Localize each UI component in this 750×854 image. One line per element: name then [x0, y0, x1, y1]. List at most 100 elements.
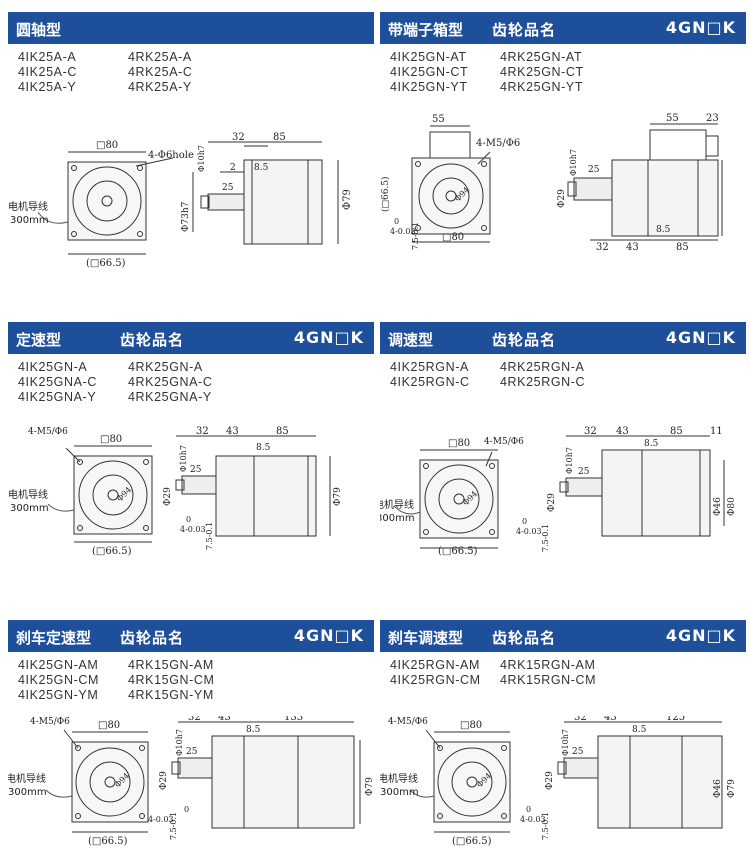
dim-label: (□66.5) [88, 836, 128, 847]
tol-label: 0 [522, 517, 527, 526]
model-name: 4RK25GN-CT [500, 65, 584, 79]
panel-subtitle: 齿轮品名 [492, 629, 557, 647]
model-name: 4IK25GNA-C [18, 375, 97, 389]
panel-brake-speed-control: 刹车调速型 齿轮品名 4GN□K 4IK25RGN-AM 4IK25RGN-CM… [380, 620, 746, 852]
dim-label: □80 [460, 720, 482, 731]
tol-label: 4-0.03 [520, 815, 546, 824]
dim-label: Φ79 [365, 777, 374, 796]
model-name: 4IK25GN-A [18, 360, 88, 374]
dimension-drawing: 55 □80 4-M5/Φ6 (□66.5) 55 23 32 43 85 25… [380, 113, 723, 252]
model-name: 4RK15RGN-CM [500, 673, 597, 687]
dim-label: □80 [442, 232, 464, 243]
panel-title: 刹车定速型 [16, 629, 92, 647]
dim-label: 8.5 [254, 163, 269, 173]
model-name: 4IK25A-C [18, 65, 77, 79]
dim-label: 25 [222, 183, 234, 193]
dim-label: 8.5 [256, 443, 271, 453]
tol-label: 7.5-0.1 [541, 812, 550, 840]
dim-label: Φ29 [159, 771, 169, 790]
dim-label: Φ79 [727, 779, 737, 798]
panel-title: 定速型 [16, 331, 62, 349]
dim-label: 4-M5/Φ6 [476, 138, 520, 149]
panel-subtitle: 齿轮品名 [120, 331, 185, 349]
dim-label: Φ29 [545, 771, 555, 790]
tol-label: 0 [184, 805, 189, 814]
dim-label: Φ29 [163, 487, 173, 506]
model-list-right: 4RK25GN-A 4RK25GNA-C 4RK25GNA-Y [128, 360, 213, 405]
gear-code: 4GN□K [293, 328, 364, 347]
dim-label: 23 [706, 113, 719, 124]
model-name: 4RK25GNA-Y [128, 390, 212, 404]
model-list-left: 4IK25GN-AT 4IK25GN-CT 4IK25GN-YT [390, 50, 468, 95]
gear-code: 4GN□K [665, 626, 736, 645]
panel-terminal-box: 带端子箱型 齿轮品名 4GN□K 4IK25GN-AT 4IK25GN-CT 4… [380, 12, 746, 302]
model-list-left: 4IK25A-A 4IK25A-C 4IK25A-Y [18, 50, 77, 95]
dim-label: 4-Φ6hole [148, 150, 194, 161]
model-list-right: 4RK15GN-AM 4RK15GN-CM 4RK15GN-YM [128, 658, 215, 703]
gear-code: 4GN□K [665, 328, 736, 347]
model-name: 4IK25GN-YT [390, 80, 468, 94]
panel-brake-fixed-speed: 刹车定速型 齿轮品名 4GN□K 4IK25GN-AM 4IK25GN-CM 4… [8, 620, 374, 852]
model-name: 4RK25GNA-C [128, 375, 213, 389]
dim-label: Φ79 [342, 189, 353, 210]
dim-label: 25 [186, 747, 198, 757]
dim-label: 55 [666, 113, 679, 124]
model-name: 4IK25A-Y [18, 80, 77, 94]
panel-header: 刹车调速型 齿轮品名 4GN□K [380, 620, 746, 652]
panel-header: 定速型 齿轮品名 4GN□K [8, 322, 374, 354]
dim-label: □80 [100, 434, 122, 445]
model-name: 4RK15GN-YM [128, 688, 214, 702]
dim-label: Φ29 [547, 493, 557, 512]
dim-label: 133 [284, 716, 303, 723]
dimension-drawing: 4-M5/Φ6 □80 (□66.5) 32 43 85 11 25 8.5 Φ… [380, 426, 737, 556]
model-name: 4IK25GN-YM [18, 688, 99, 702]
model-name: 4IK25RGN-A [390, 360, 469, 374]
model-name: 4RK25A-Y [128, 80, 192, 94]
dimension-drawing: 4-M5/Φ6 □80 (□66.5) 32 43 85 25 8.5 Φ29 … [8, 426, 343, 556]
dim-label: 25 [572, 747, 584, 757]
dim-label: 4-M5/Φ6 [30, 717, 70, 727]
panel-subtitle: 齿轮品名 [492, 21, 557, 39]
dim-label: Φ46 [713, 497, 723, 516]
tol-label: 7.5-0.1 [169, 812, 178, 840]
dim-label: 85 [276, 426, 289, 437]
dim-label: (□66.5) [86, 258, 126, 269]
gear-code: 4GN□K [293, 626, 364, 645]
dim-label: 85 [676, 242, 689, 252]
dimension-drawing: □80 4-Φ6hole (□66.5) 32 85 2 8.5 25 Φ79 … [8, 132, 353, 269]
panel-fixed-speed: 定速型 齿轮品名 4GN□K 4IK25GN-A 4IK25GNA-C 4IK2… [8, 322, 374, 592]
model-name: 4IK25RGN-CM [390, 673, 481, 687]
dim-label: 85 [273, 132, 286, 143]
dim-label: 43 [626, 242, 639, 252]
panel-header: 调速型 齿轮品名 4GN□K [380, 322, 746, 354]
tol-label: 7.5-0.1 [205, 522, 214, 550]
dim-label: Φ79 [333, 487, 343, 506]
lead-wire-length: 300mm [10, 503, 49, 514]
dim-label: □80 [98, 720, 120, 731]
dim-label: 43 [226, 426, 239, 437]
dim-label: 4-M5/Φ6 [484, 437, 524, 447]
model-name: 4RK15GN-CM [128, 673, 215, 687]
model-name: 4IK25A-A [18, 50, 77, 64]
tol-label: 4-0.03 [390, 227, 416, 236]
dim-label: 25 [578, 467, 590, 477]
dim-label: Φ10h7 [197, 145, 206, 172]
model-name: 4IK25GN-AT [390, 50, 467, 64]
dim-label: 55 [432, 114, 445, 125]
tol-label: 0 [526, 805, 531, 814]
tol-label: 0 [186, 515, 191, 524]
model-name: 4RK25GN-YT [500, 80, 584, 94]
model-name: 4IK25GN-CT [390, 65, 469, 79]
dim-label: 32 [584, 426, 597, 437]
dimension-drawing: 4-M5/Φ6 □80 (□66.5) 32 43 133 25 8.5 Φ29… [8, 716, 374, 847]
dim-label: 32 [574, 716, 587, 723]
panel-title: 调速型 [388, 331, 434, 349]
dim-label: Φ10h7 [569, 149, 578, 176]
dim-label: 8.5 [632, 725, 647, 735]
model-list-left: 4IK25RGN-A 4IK25RGN-C [390, 360, 470, 390]
panel-title: 圆轴型 [16, 21, 62, 39]
tol-label: 4-0.03 [180, 525, 206, 534]
dim-label: 25 [190, 465, 202, 475]
model-name: 4IK25RGN-AM [390, 658, 480, 672]
dim-label: (□66.5) [452, 836, 492, 847]
